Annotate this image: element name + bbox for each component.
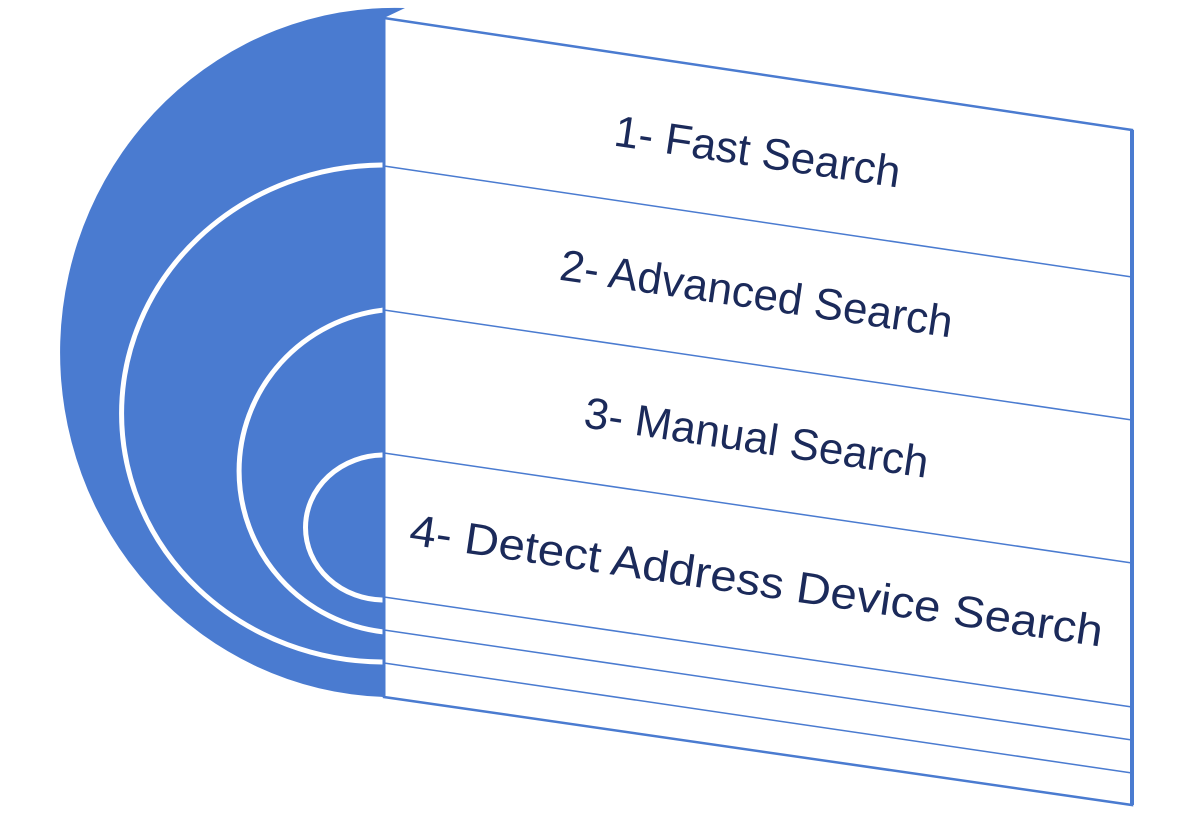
half-circle-layers (60, 8, 405, 697)
stacked-panel: 1- Fast Search 2- Advanced Search 3- Man… (384, 18, 1132, 805)
